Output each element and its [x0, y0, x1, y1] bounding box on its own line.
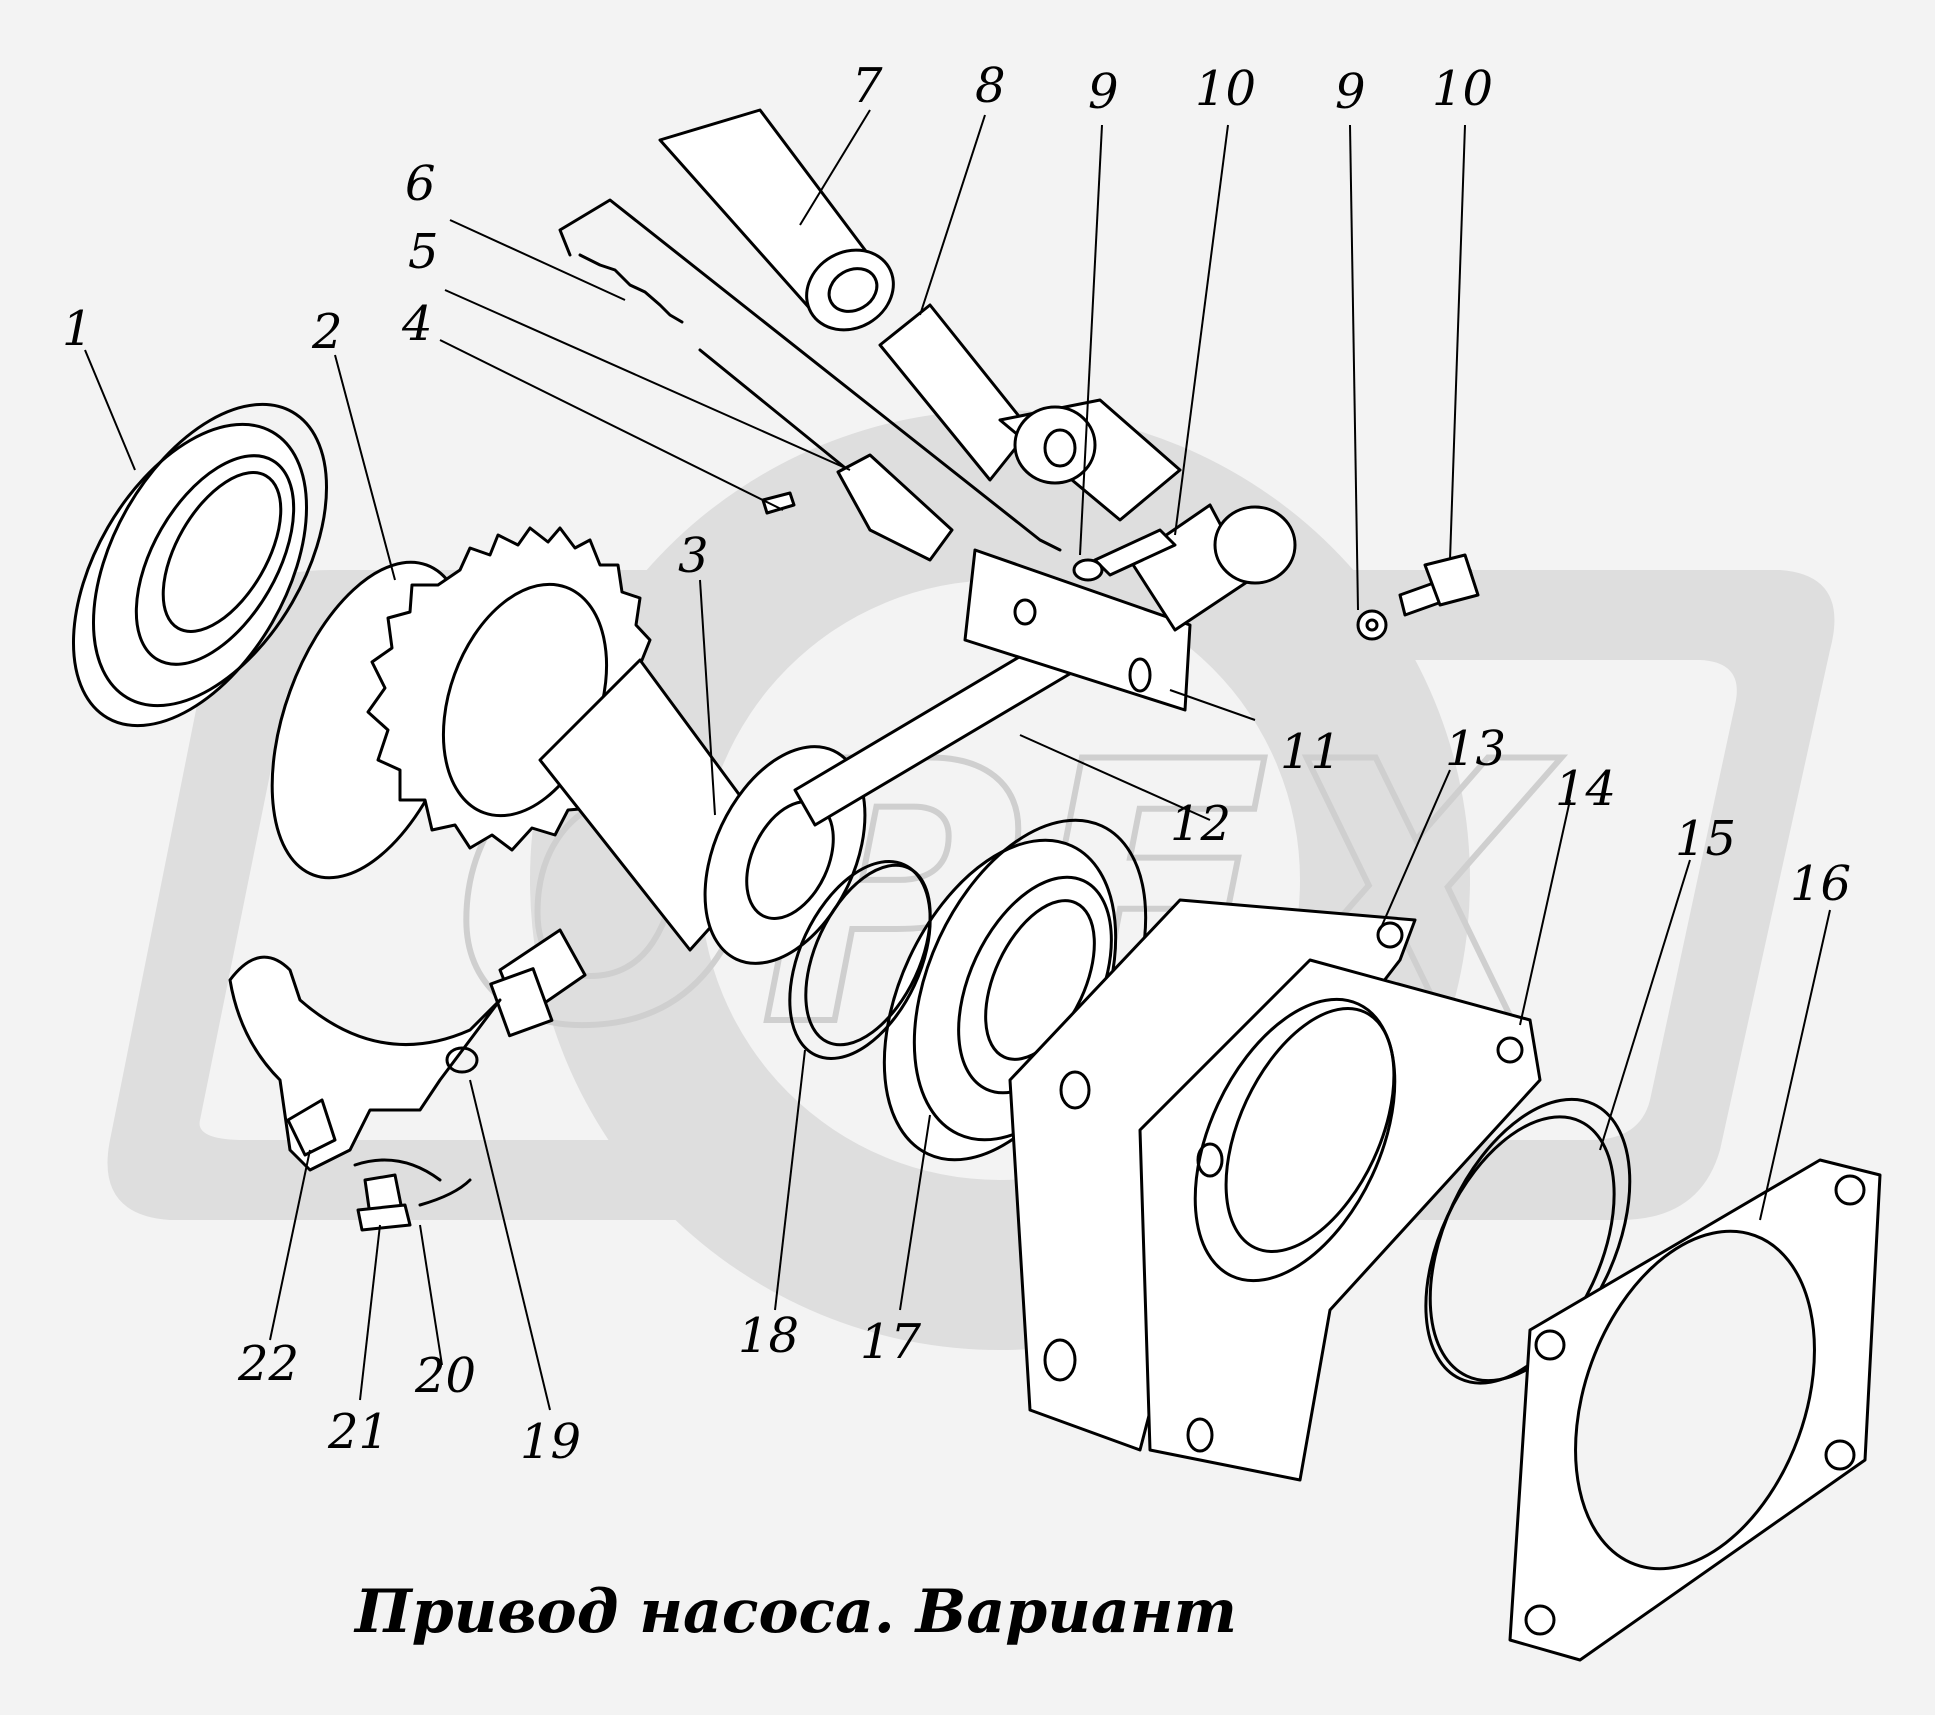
- fork-22: [228, 955, 502, 1172]
- leader-lines: [84, 109, 1831, 1411]
- callout-labels: 1 2 3 4 5 6 7 8 9 10 9 10 11 12 13 14 15…: [62, 58, 1851, 1470]
- callout-2: 2: [311, 304, 343, 360]
- callout-21: 21: [327, 1404, 389, 1460]
- callout-12: 12: [1170, 796, 1231, 852]
- callout-5: 5: [408, 224, 439, 280]
- callout-9b: 9: [1335, 64, 1366, 120]
- callout-1: 1: [62, 301, 93, 357]
- callout-8: 8: [975, 58, 1006, 114]
- callout-20: 20: [414, 1348, 476, 1404]
- callout-9a: 9: [1088, 64, 1119, 120]
- bolts-washers-9-10: [1072, 528, 1480, 641]
- callout-15: 15: [1675, 811, 1736, 867]
- callout-13: 13: [1445, 721, 1506, 777]
- callout-4: 4: [401, 296, 433, 352]
- diagram-title: Привод насоса. Вариант: [353, 1577, 1237, 1647]
- callout-14: 14: [1555, 761, 1616, 817]
- callout-10a: 10: [1195, 61, 1256, 117]
- snap-ring-18: [788, 860, 932, 1060]
- shaft-lever-11-12: [793, 503, 1252, 827]
- gasket-16: [1508, 1158, 1882, 1662]
- spring-rod-pin-4-5-6: [558, 198, 1062, 562]
- bearing-1: [71, 402, 329, 728]
- snap-ring-15: [1424, 1097, 1632, 1385]
- callout-18: 18: [738, 1308, 799, 1364]
- callout-17: 17: [860, 1314, 922, 1370]
- flange-14: [1138, 958, 1542, 1482]
- callout-16: 16: [1790, 856, 1851, 912]
- bolt-wire-20-21: [353, 1158, 472, 1232]
- callout-6: 6: [405, 156, 436, 212]
- callout-3: 3: [678, 528, 709, 584]
- rollers-7-8: [658, 108, 1297, 585]
- callout-10b: 10: [1432, 61, 1493, 117]
- callout-7: 7: [852, 58, 883, 114]
- callout-22: 22: [237, 1336, 299, 1392]
- callout-11: 11: [1280, 724, 1341, 780]
- callout-19: 19: [520, 1414, 581, 1470]
